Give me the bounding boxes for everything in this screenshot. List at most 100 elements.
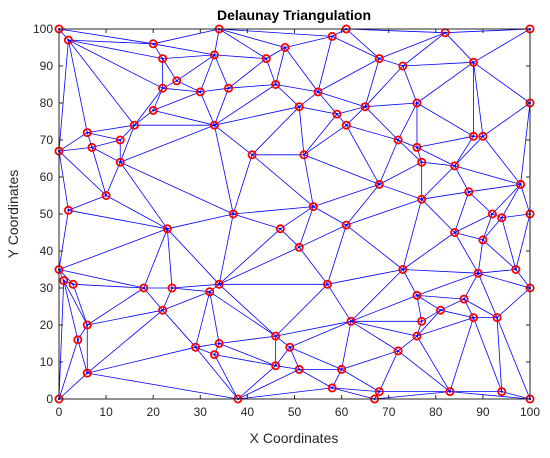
triangulation-edge — [200, 87, 229, 93]
data-point-center — [462, 298, 466, 301]
data-point — [275, 224, 285, 234]
triangulation-edge — [87, 309, 163, 374]
data-point-center — [175, 79, 178, 82]
data-point-center — [67, 209, 70, 212]
data-point — [308, 202, 318, 212]
triangulation-edge — [153, 28, 220, 45]
triangulation-edge — [199, 91, 215, 126]
triangulation-edge — [482, 136, 521, 185]
triangulation-edge — [350, 295, 418, 322]
triangulation-edge — [473, 28, 531, 63]
data-point — [209, 50, 219, 60]
triangulation-edge — [350, 320, 418, 337]
y-tick-label: 40 — [40, 244, 54, 258]
data-point — [162, 224, 172, 234]
data-point-center — [364, 105, 367, 108]
triangulation-edge — [463, 298, 498, 318]
triangulation-edge — [218, 343, 276, 367]
data-point — [247, 150, 257, 160]
triangulation-edge — [172, 283, 220, 289]
data-point-center — [345, 124, 348, 127]
data-point — [346, 316, 356, 326]
data-point-center — [439, 309, 442, 312]
data-point-center — [86, 372, 89, 375]
data-point — [115, 135, 125, 145]
data-point — [261, 54, 271, 64]
triangulation-edge — [209, 291, 220, 344]
data-point-center — [213, 124, 216, 127]
triangulation-edge — [58, 147, 93, 152]
data-point-center — [415, 335, 419, 338]
data-point-center — [420, 320, 423, 323]
triangulation-edge — [237, 365, 276, 400]
data-point-center — [298, 105, 301, 108]
data-point — [445, 387, 455, 397]
triangulation-edge — [195, 291, 211, 348]
data-point — [294, 364, 304, 374]
data-point-center — [86, 323, 89, 327]
triangulation-edge — [365, 102, 417, 108]
data-point — [148, 105, 158, 115]
triangulation-edge — [58, 28, 69, 41]
data-point-center — [274, 83, 277, 86]
data-point-center — [331, 35, 334, 38]
triangulation-edge — [58, 269, 144, 289]
triangulation-edge — [195, 346, 239, 400]
triangulation-edge — [336, 113, 347, 126]
data-point — [158, 305, 168, 315]
triangulation-edge — [416, 321, 423, 337]
triangulation-edge — [520, 184, 531, 215]
triangulation-edge — [119, 125, 135, 163]
triangulation-edge — [232, 154, 253, 215]
triangulation-edge — [336, 106, 366, 115]
data-point — [398, 264, 408, 274]
data-point-center — [298, 246, 301, 249]
data-point — [360, 102, 370, 112]
data-point — [101, 190, 111, 200]
triangulation-edge — [275, 284, 328, 337]
data-point-center — [283, 46, 287, 49]
data-point-center — [481, 238, 484, 241]
data-point — [468, 313, 478, 323]
y-tick-label: 100 — [33, 22, 53, 36]
data-point — [271, 361, 281, 371]
triangulation-edge — [303, 124, 347, 156]
data-point-center — [331, 386, 334, 389]
data-point — [271, 331, 281, 341]
triangulation-edge — [280, 206, 314, 230]
x-tick-label: 30 — [194, 405, 208, 419]
data-point-center — [90, 146, 94, 149]
triangulation-edge — [58, 228, 168, 270]
triangulation-edge — [172, 287, 210, 293]
data-point — [478, 131, 488, 141]
data-point — [492, 313, 502, 323]
triangulation-edge — [482, 213, 493, 241]
data-point — [214, 279, 224, 289]
data-point — [412, 142, 422, 152]
triangulation-edge — [346, 124, 399, 141]
triangulation-edge — [209, 283, 220, 293]
triangulation-edge — [58, 28, 154, 45]
data-point — [209, 350, 219, 360]
x-tick-label: 90 — [476, 405, 490, 419]
triangulation-edge — [454, 191, 470, 233]
data-point-center — [335, 113, 338, 116]
triangulation-edge — [477, 239, 484, 274]
triangulation-edge — [214, 354, 239, 400]
triangulation-edge — [421, 161, 455, 167]
data-point-center — [62, 279, 65, 282]
data-point — [327, 383, 337, 393]
triangulation-edge — [397, 102, 418, 141]
data-point — [205, 287, 215, 297]
data-point — [299, 150, 309, 160]
triangulation-edge — [219, 28, 333, 37]
triangulation-edge — [298, 247, 328, 285]
triangulation-edge — [416, 295, 441, 311]
triangulation-edge — [478, 269, 516, 274]
data-point — [374, 387, 384, 397]
triangulation-edge — [416, 147, 423, 163]
triangulation-edge — [143, 228, 168, 289]
triangulation-edge — [233, 206, 314, 215]
triangulation-edge — [496, 317, 503, 392]
data-point — [487, 209, 497, 219]
